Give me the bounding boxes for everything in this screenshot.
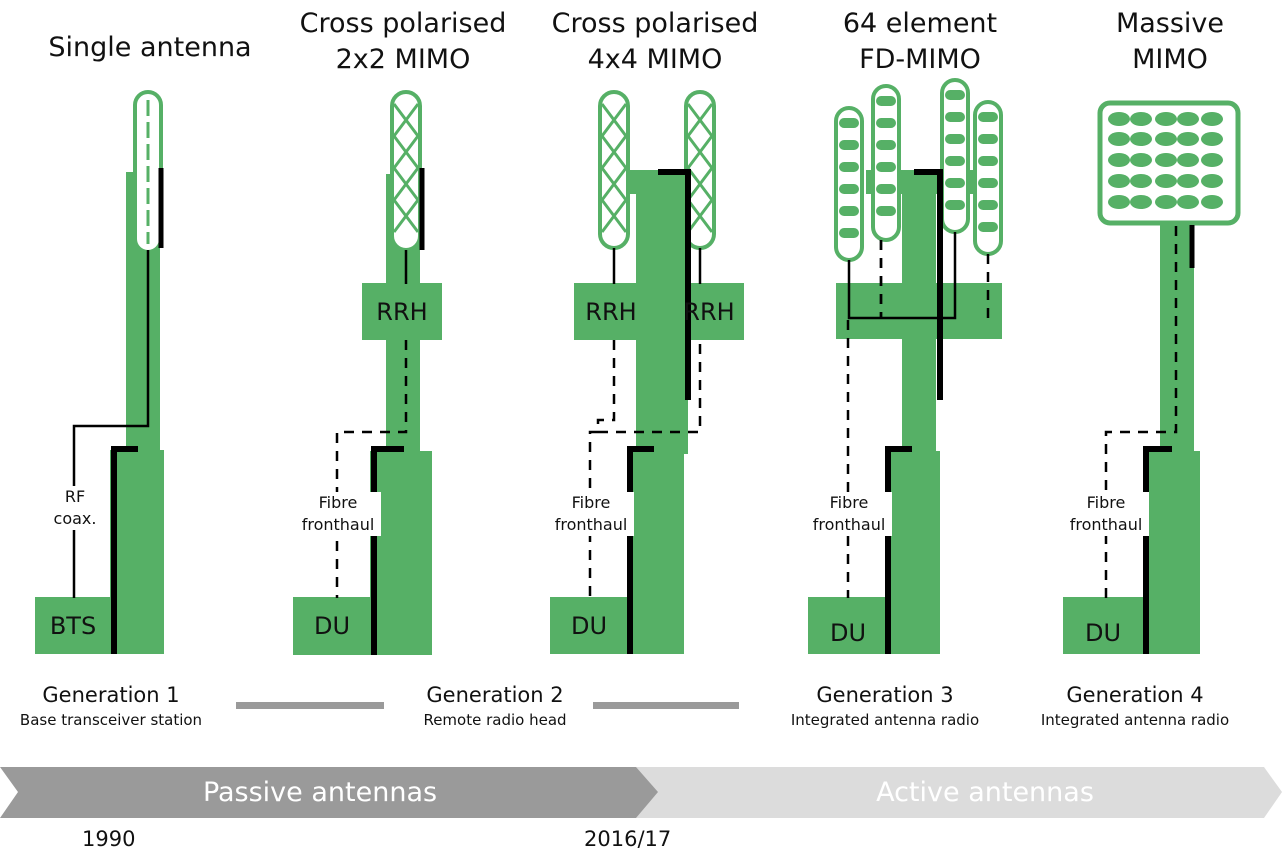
generation-2-subtitle: Remote radio head bbox=[423, 711, 567, 729]
antenna-4-links-solid bbox=[847, 232, 957, 320]
generation-divider-left bbox=[236, 702, 384, 709]
tower-1-base bbox=[110, 450, 164, 654]
title-col-5: Massive MIMO bbox=[1115, 8, 1225, 75]
generation-3-title: Generation 3 bbox=[816, 683, 954, 707]
tower-3-top-cable bbox=[658, 169, 691, 400]
passive-antennas-band bbox=[0, 767, 658, 818]
fronthaul-label-3: Fibre fronthaul bbox=[548, 492, 634, 536]
fronthaul-3-du bbox=[588, 430, 598, 598]
year-mid: 2016/17 bbox=[584, 827, 672, 851]
generation-3-subtitle: Integrated antenna radio bbox=[790, 711, 980, 729]
fronthaul-3 bbox=[596, 340, 702, 434]
du-label-5: DU bbox=[1084, 618, 1122, 647]
rrh-box-2 bbox=[362, 283, 442, 340]
antenna-3b-cross bbox=[686, 103, 714, 233]
du-box-4 bbox=[808, 597, 888, 654]
tower-3 bbox=[550, 90, 744, 654]
generation-1-title: Generation 1 bbox=[42, 683, 180, 707]
rrh-label-3a: RRH bbox=[585, 297, 637, 326]
fronthaul-5 bbox=[1104, 226, 1178, 598]
title-col-1: Single antenna bbox=[48, 32, 252, 63]
antenna-3a-cross bbox=[600, 103, 628, 233]
du-label-4: DU bbox=[829, 618, 867, 647]
tower-3-main-cable bbox=[627, 446, 654, 654]
tower-2-base bbox=[370, 451, 432, 655]
tower-4-radio bbox=[836, 283, 1002, 339]
title-col-2: Cross polarised 2x2 MIMO bbox=[299, 8, 507, 75]
tower-5-main-cable bbox=[1143, 446, 1172, 654]
bts-box bbox=[35, 597, 113, 654]
rf-coax-label: RF coax. bbox=[50, 486, 100, 530]
du-label-2: DU bbox=[313, 612, 351, 640]
tower-4 bbox=[808, 78, 1003, 654]
generation-divider-right bbox=[593, 702, 739, 709]
massive-mimo-elements bbox=[1108, 112, 1223, 209]
title-col-4: 64 element FD-MIMO bbox=[842, 8, 998, 75]
passive-antennas-label: Passive antennas bbox=[202, 777, 438, 808]
du-box-2 bbox=[293, 597, 375, 655]
du-label-3: DU bbox=[570, 611, 608, 640]
generation-2-title: Generation 2 bbox=[426, 683, 564, 707]
generation-4-title: Generation 4 bbox=[1066, 683, 1204, 707]
active-antennas-band bbox=[636, 767, 1282, 818]
fronthaul-label-4: Fibre fronthaul bbox=[806, 492, 892, 536]
tower-4-main-cable bbox=[885, 446, 912, 654]
antenna-2-cross bbox=[392, 103, 420, 233]
tower-5 bbox=[1063, 100, 1241, 654]
tower-1-main-cable bbox=[111, 446, 138, 654]
rrh-label-2: RRH bbox=[376, 297, 428, 326]
active-antennas-label: Active antennas bbox=[876, 777, 1094, 808]
bts-label: BTS bbox=[49, 611, 97, 640]
tower-3-base bbox=[628, 451, 684, 654]
du-box-5 bbox=[1063, 597, 1143, 654]
fronthaul-label-5: Fibre fronthaul bbox=[1063, 492, 1149, 536]
year-start: 1990 bbox=[82, 827, 136, 851]
rrh-box-3a bbox=[574, 283, 648, 340]
rrh-label-3b: RRH bbox=[683, 297, 735, 326]
generation-4-subtitle: Integrated antenna radio bbox=[1040, 711, 1230, 729]
du-box-3 bbox=[550, 597, 632, 654]
generation-1-subtitle: Base transceiver station bbox=[19, 711, 203, 729]
tower-4-top-cable bbox=[914, 169, 943, 400]
antenna-4-elements bbox=[839, 90, 998, 238]
tower-1 bbox=[35, 90, 164, 654]
fronthaul-label-2: Fibre fronthaul bbox=[295, 492, 381, 536]
tower-2-main-cable bbox=[371, 446, 404, 655]
title-col-3: Cross polarised 4x4 MIMO bbox=[551, 8, 759, 75]
tower-2 bbox=[293, 90, 442, 655]
tower-4-base bbox=[886, 451, 940, 654]
tower-5-base bbox=[1146, 451, 1200, 654]
